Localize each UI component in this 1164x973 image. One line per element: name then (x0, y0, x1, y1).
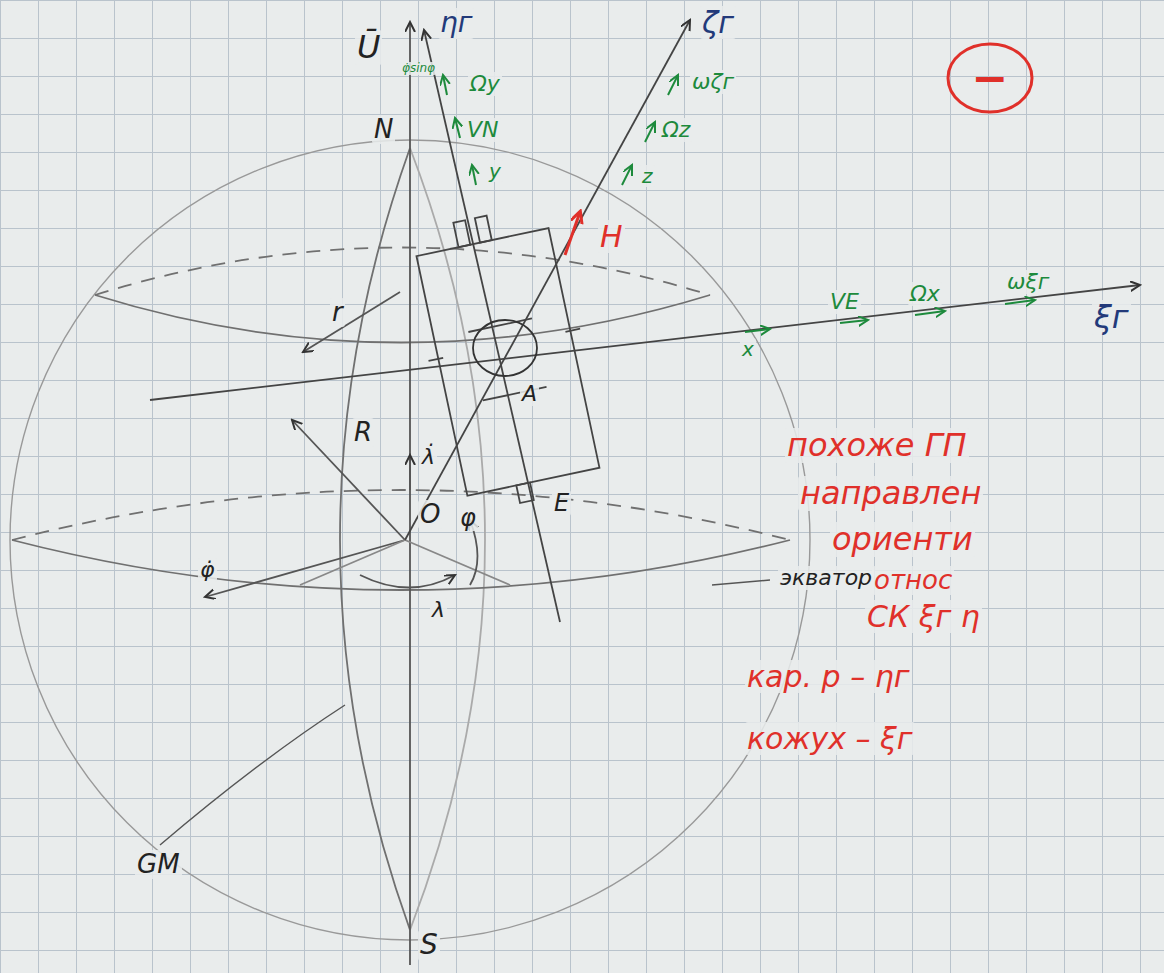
diagram-label: ζг (700, 6, 736, 39)
diagram-label: направлен (798, 476, 983, 511)
diagram-label: λ̇ (420, 445, 437, 469)
diagram-label: кар. р – ηг (745, 660, 912, 693)
diagram-label: ηг (438, 8, 474, 39)
diagram-label: VN (465, 118, 501, 142)
diagram-label: E (552, 490, 571, 516)
diagram-label: λ (430, 598, 447, 622)
diagram-label: H (598, 220, 625, 253)
diagram-label: φ̇sinφ (400, 62, 437, 75)
diagram-label: Ωx (908, 282, 942, 306)
diagram-label: СК ξг η (865, 600, 982, 633)
diagram-label: похоже ГП (785, 428, 969, 463)
diagram-label: экватор (778, 566, 874, 590)
diagram-label: y (487, 160, 503, 182)
diagram-label: относ (872, 566, 954, 595)
diagram-label: A (520, 382, 539, 406)
diagram-label: GM (135, 850, 182, 879)
circled-sign: − (945, 41, 1035, 115)
node-text: − (972, 56, 1009, 100)
diagram-label: Ū (355, 30, 382, 65)
diagram-label: S (418, 930, 440, 961)
diagram-label: Ωy (468, 72, 502, 96)
diagram-label: φ (458, 505, 478, 531)
diagram-label: x (740, 338, 756, 360)
diagram-label: φ̇ (198, 558, 217, 582)
diagram-label: ωξг (1005, 270, 1051, 294)
diagram-label: R (352, 418, 374, 447)
diagram-label: ориенти (830, 522, 975, 557)
diagram-label: z (640, 165, 655, 187)
diagram-label: N (372, 115, 395, 144)
diagram-label: r (330, 298, 345, 327)
diagram-label: кожух – ξг (745, 722, 915, 755)
diagram-label: ξг (1092, 300, 1131, 335)
diagram-label: ωζг (690, 70, 736, 94)
diagram-label: O (418, 500, 442, 529)
diagram-label: Ωz (660, 118, 692, 142)
diagram-label: VE (828, 290, 861, 314)
